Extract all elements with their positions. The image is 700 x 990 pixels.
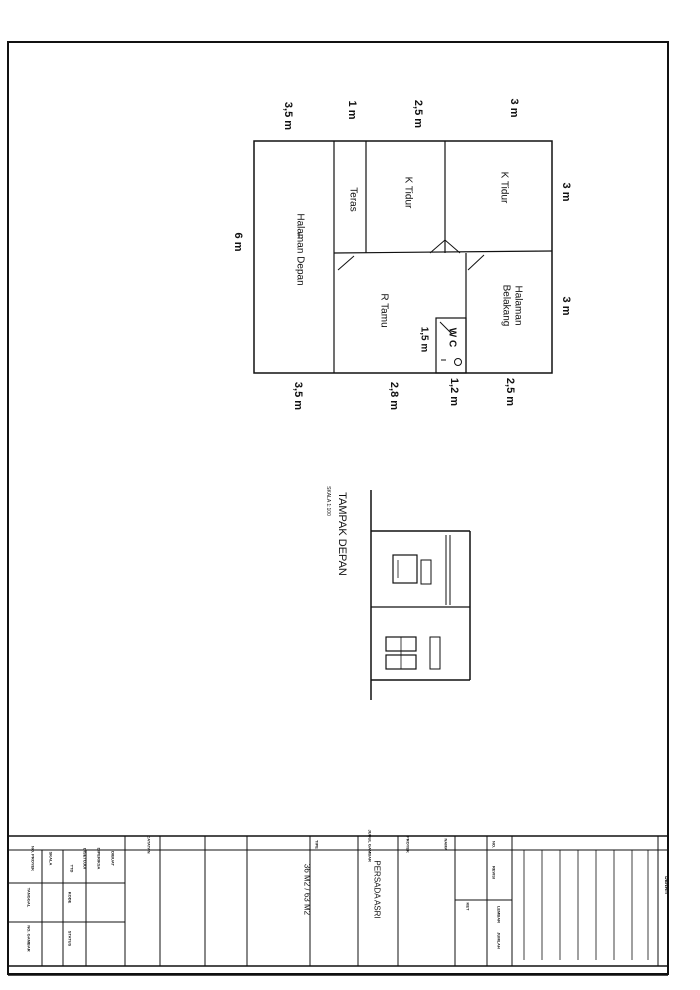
room-k-tidur-2: K Tidur	[402, 176, 414, 209]
room-k-tidur-1: K Tidur	[498, 171, 510, 204]
dim-bottom-3-5m: 3,5 m	[292, 381, 304, 411]
door-swing-wc	[439, 321, 453, 335]
sheet-border	[7, 41, 669, 975]
tb-label-skala: SKALA	[48, 851, 54, 866]
dim-right-lower: 3 m	[560, 296, 572, 316]
tb-label-dibuat: DIBUAT	[110, 851, 116, 866]
floor-plan	[253, 140, 553, 374]
wc-box	[435, 317, 467, 374]
tb-label-jumlah: JUMLAH	[496, 932, 502, 949]
room-teras: Teras	[347, 187, 359, 212]
dim-right-upper: 3 m	[560, 182, 572, 202]
room-halaman-depan: Halaman Depan	[294, 213, 306, 286]
tb-label-judul: JUDUL GAMBAR	[367, 829, 373, 862]
tb-drawing-title: DENAH	[663, 876, 669, 894]
door-swing-3	[467, 254, 485, 271]
room-halaman-belakang-2: Belakang	[500, 284, 512, 327]
wall-horizontal-mid	[333, 250, 553, 254]
tb-label-revisi: REVISI	[491, 865, 497, 880]
dim-top-3-5m: 3,5 m	[282, 101, 294, 131]
tb-label-catatan: CATATAN	[146, 835, 152, 854]
door-swing-2	[429, 239, 461, 254]
elevation-door-sill	[420, 559, 432, 585]
room-wc: W C	[446, 327, 458, 348]
tb-label-kode: KODE	[67, 891, 73, 904]
dim-bottom-2-8m: 2,8 m	[388, 381, 400, 411]
tb-label-ket: KET	[465, 902, 471, 911]
tb-label-ttd: TTD	[69, 864, 75, 873]
door-swing-1	[337, 255, 355, 271]
dim-wc-1-5m: 1,5 m	[418, 326, 430, 353]
tb-label-nama: NAMA	[443, 838, 449, 851]
tb-label-no-gambar: NO. GAMBAR	[26, 925, 32, 952]
tb-tipe-area: 36 M2 / 63 M2	[302, 863, 312, 916]
dim-top-1m: 1 m	[346, 100, 358, 120]
front-elevation	[370, 490, 471, 700]
dim-left-6m: 6 m	[232, 232, 244, 252]
tb-label-no-proyek: NO. PROYEK	[30, 845, 36, 872]
house-outline	[253, 140, 553, 374]
tb-label-no: NO.	[491, 840, 497, 849]
dim-bottom-2-5m: 2,5 m	[504, 377, 516, 407]
elevation-door	[392, 554, 418, 584]
tb-label-diperiksa: DIPERIKSA	[96, 847, 102, 870]
dim-top-2-5m: 2,5 m	[412, 99, 424, 129]
title-block	[7, 835, 669, 967]
room-halaman-belakang-1: Halaman	[512, 285, 524, 326]
tb-label-disetujui: DISETUJUI	[82, 848, 88, 869]
elevation-window-3	[429, 636, 441, 670]
title-block-frame	[7, 835, 669, 967]
dim-bottom-1-2m: 1,2 m	[448, 377, 460, 407]
dim-top-3m: 3 m	[508, 98, 520, 118]
tb-label-proyek: PROYEK	[405, 836, 411, 853]
tb-owner: PERSADA ASRI	[372, 860, 382, 919]
wc-fixture	[454, 358, 462, 366]
elevation-scale: SKALA 1:100	[325, 486, 331, 516]
tb-label-tipe: TIPE	[314, 840, 320, 849]
room-r-tamu: R Tamu	[378, 293, 390, 328]
elevation-title: TAMPAK DEPAN	[336, 492, 348, 576]
tb-label-tanggal: TANGGAL	[26, 887, 32, 908]
tb-label-status: STATUS	[67, 930, 73, 947]
